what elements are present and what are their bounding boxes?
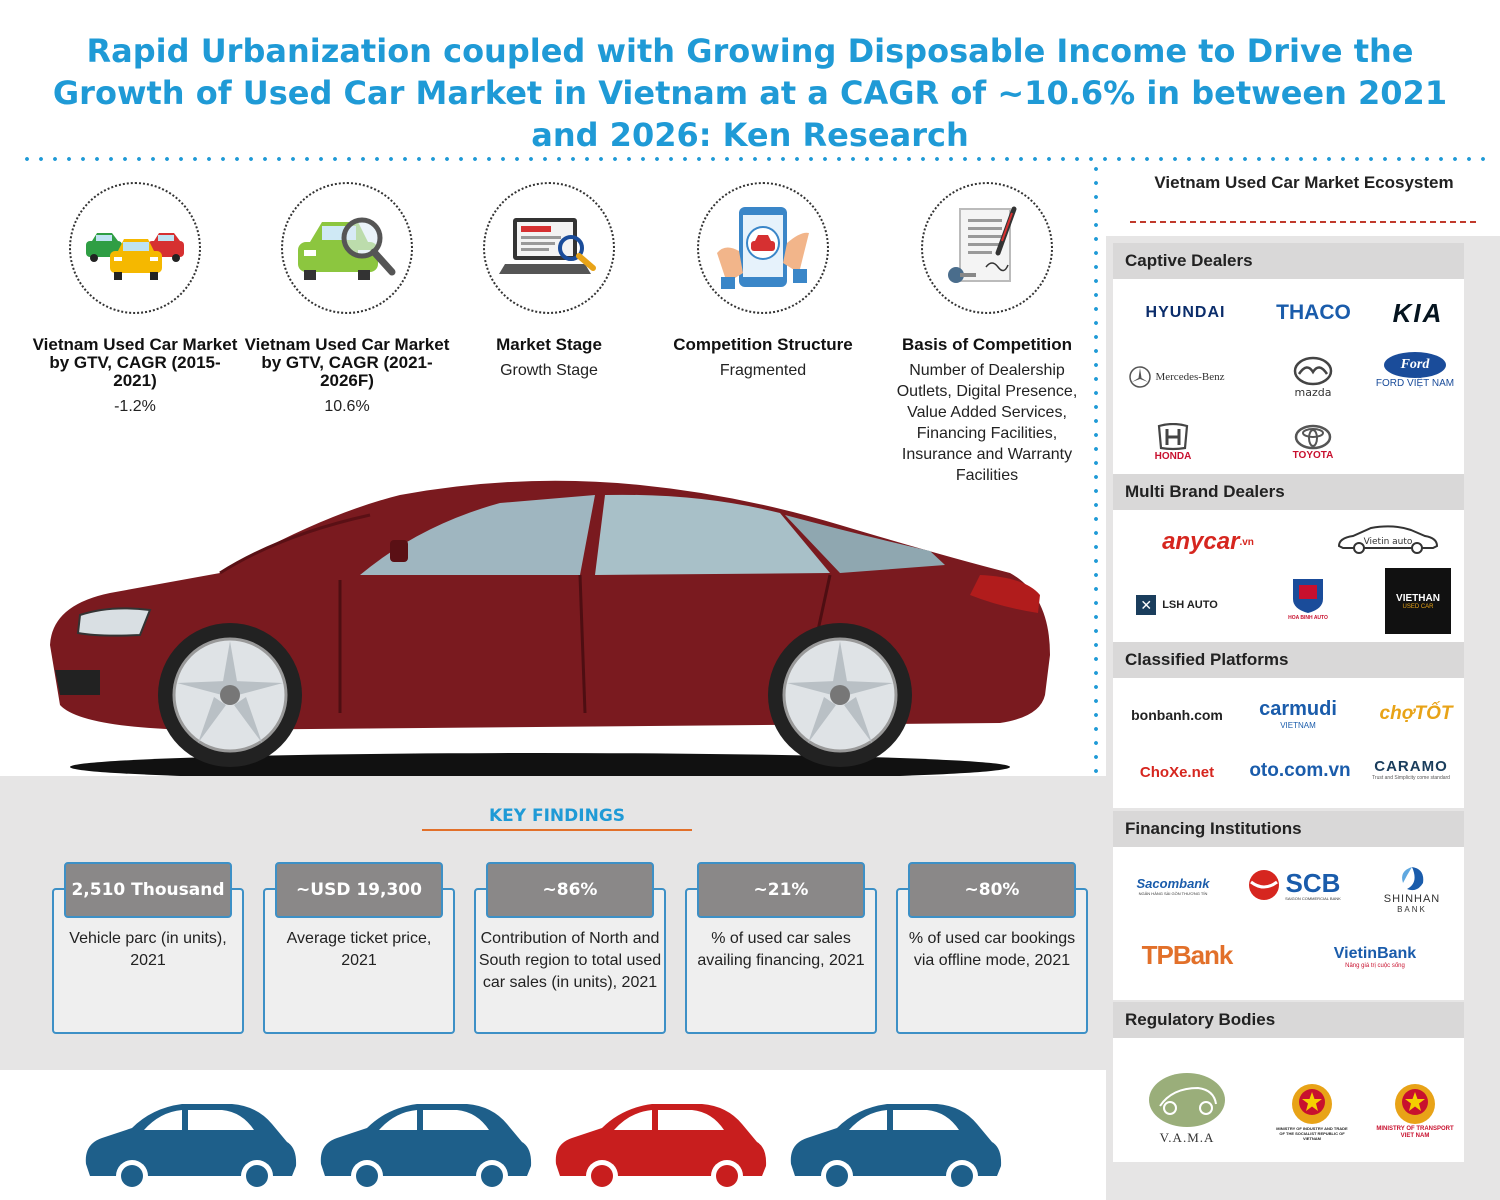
classified-platforms-logos: bonbanh.com carmudi VIETNAM chợTỐT ChoXe…: [1113, 678, 1464, 808]
lsh-auto-logo: ✕ LSH AUTO: [1129, 590, 1225, 620]
key-findings-underline: [422, 829, 692, 831]
chotot-logo: chợTỐT: [1379, 703, 1453, 724]
finding-desc: Vehicle parc (in units), 2021: [69, 930, 227, 969]
laptop-analysis-icon: [483, 182, 615, 314]
finding-card: ~80% % of used car bookings via offline …: [896, 862, 1088, 1034]
choxe-logo: ChoXe.net: [1139, 763, 1215, 781]
ministry-industry-trade-logo: MINISTRY OF INDUSTRY AND TRADE OF THE SO…: [1273, 1072, 1351, 1150]
captive-dealers-logos: HYUNDAI THACO KIA Mercedes-Benz mazda Fo…: [1113, 279, 1464, 474]
metric-value: Number of Dealership Outlets, Digital Pr…: [896, 362, 1078, 484]
finding-value: 2,510 Thousand: [64, 862, 232, 918]
finding-desc: Average ticket price, 2021: [286, 930, 432, 969]
mercedes-star-icon: [1129, 366, 1152, 388]
vama-emblem-icon: [1149, 1073, 1225, 1127]
ecosystem-title-underline: [1130, 221, 1478, 223]
metric-label: Competition Structure: [673, 335, 853, 354]
hoa-binh-auto-logo: HOA BINH AUTO: [1273, 570, 1343, 628]
metric-label: Vietnam Used Car Market by GTV, CAGR (20…: [32, 335, 238, 390]
finding-value: ~21%: [697, 862, 865, 918]
dotted-divider-vertical: [1094, 162, 1098, 782]
dotted-divider-horizontal: [20, 157, 1495, 161]
category-regulatory-bodies: Regulatory Bodies: [1113, 1002, 1464, 1038]
metric-basis-of-competition: Basis of Competition Number of Dealershi…: [882, 182, 1092, 486]
cars-icon: [69, 182, 201, 314]
scb-globe-icon: [1249, 870, 1280, 900]
finding-value: ~80%: [908, 862, 1076, 918]
phone-car-icon: [697, 182, 829, 314]
contract-key-icon: [921, 182, 1053, 314]
toyota-ellipses-icon: [1294, 424, 1332, 449]
metric-label: Basis of Competition: [901, 335, 1072, 354]
mazda-logo: mazda: [1263, 351, 1363, 403]
caramo-logo: CARAMO Trust and Simplicity come standar…: [1372, 757, 1450, 781]
metric-label: Market Stage: [496, 335, 602, 354]
magnifier-car-icon: [281, 182, 413, 314]
metric-value: 10.6%: [324, 398, 370, 415]
ministry-transport-logo: MINISTRY OF TRANSPORT VIET NAM: [1373, 1072, 1457, 1150]
toyota-logo: TOYOTA: [1263, 419, 1363, 465]
metric-value: -1.2%: [114, 398, 156, 415]
finding-desc: % of used car bookings via offline mode,…: [908, 930, 1076, 969]
multi-brand-dealers-logos: anycar.vn Vietin auto ✕ LSH AUTO HOA BIN…: [1113, 510, 1464, 642]
viethan-logo: VIETHAN USED CAR: [1385, 568, 1451, 634]
page-title: Rapid Urbanization coupled with Growing …: [52, 32, 1448, 154]
tpbank-logo: TPBank: [1141, 939, 1234, 970]
category-financing-institutions: Financing Institutions: [1113, 811, 1464, 847]
category-captive-dealers: Captive Dealers: [1113, 243, 1464, 279]
metric-cagr-2015-2021: Vietnam Used Car Market by GTV, CAGR (20…: [30, 182, 240, 417]
finding-card: ~86% Contribution of North and South reg…: [474, 862, 666, 1034]
honda-h-icon: [1157, 422, 1189, 450]
vietin-auto-logo: Vietin auto: [1333, 522, 1443, 556]
car-outline-icon: Vietin auto: [1337, 525, 1439, 554]
mercedes-logo: Mercedes-Benz: [1117, 363, 1237, 391]
carmudi-logo: carmudi VIETNAM: [1259, 698, 1337, 730]
finding-card: ~USD 19,300 Average ticket price, 2021: [263, 862, 455, 1034]
metric-competition-structure: Competition Structure Fragmented: [658, 182, 868, 381]
lsh-x-icon: ✕: [1136, 595, 1157, 615]
key-findings-title: KEY FINDINGS: [488, 806, 626, 826]
vietinbank-logo: VietinBank Nâng giá trị cuộc sống: [1333, 945, 1417, 969]
national-emblem-icon: [1395, 1084, 1435, 1124]
shinhan-bank-logo: SHINHAN BANK: [1367, 859, 1457, 919]
thaco-logo: THACO: [1276, 301, 1351, 324]
hatchback-cars-illustration: [85, 1104, 1002, 1190]
sacombank-logo: Sacombank NGÂN HÀNG SÀI GÒN THƯƠNG TÍN: [1136, 876, 1210, 896]
metric-label: Vietnam Used Car Market by GTV, CAGR (20…: [244, 335, 450, 390]
metric-market-stage: Market Stage Growth Stage: [444, 182, 654, 381]
shield-icon: [1293, 579, 1323, 613]
ecosystem-title: Vietnam Used Car Market Ecosystem: [1154, 173, 1454, 192]
honda-logo: HONDA: [1133, 419, 1213, 465]
hyundai-logo: HYUNDAI: [1145, 304, 1226, 321]
sedan-car-illustration: [50, 480, 1050, 781]
category-classified-platforms: Classified Platforms: [1113, 642, 1464, 678]
ford-logo: Ford FORD VIỆT NAM: [1367, 347, 1463, 393]
finding-value: ~USD 19,300: [275, 862, 443, 918]
finding-desc: Contribution of North and South region t…: [478, 930, 662, 991]
finding-card: 2,510 Thousand Vehicle parc (in units), …: [52, 862, 244, 1034]
shinhan-icon: [1402, 866, 1424, 890]
metric-value: Growth Stage: [500, 362, 598, 379]
regulatory-bodies-logos: V.A.M.A MINISTRY OF INDUSTRY AND TRADE O…: [1113, 1038, 1464, 1162]
finding-desc: % of used car sales availing financing, …: [697, 930, 865, 969]
mazda-wing-icon: [1293, 356, 1333, 385]
metric-cagr-2021-2026: Vietnam Used Car Market by GTV, CAGR (20…: [242, 182, 452, 417]
scb-logo: SCB SAIGON COMMERCIAL BANK: [1239, 863, 1349, 907]
anycar-logo: anycar.vn: [1162, 528, 1254, 555]
vama-logo: V.A.M.A: [1143, 1066, 1231, 1150]
kia-logo: KIA: [1392, 297, 1444, 328]
financing-institutions-logos: Sacombank NGÂN HÀNG SÀI GÒN THƯƠNG TÍN S…: [1113, 847, 1464, 1000]
national-emblem-icon: [1292, 1083, 1332, 1124]
finding-card: ~21% % of used car sales availing financ…: [685, 862, 877, 1034]
bonbanh-logo: bonbanh.com: [1131, 707, 1223, 723]
metric-value: Fragmented: [719, 362, 807, 379]
finding-value: ~86%: [486, 862, 654, 918]
oto-logo: oto.com.vn: [1249, 760, 1351, 781]
category-multi-brand-dealers: Multi Brand Dealers: [1113, 474, 1464, 510]
svg-text:Vietin auto: Vietin auto: [1364, 537, 1413, 547]
